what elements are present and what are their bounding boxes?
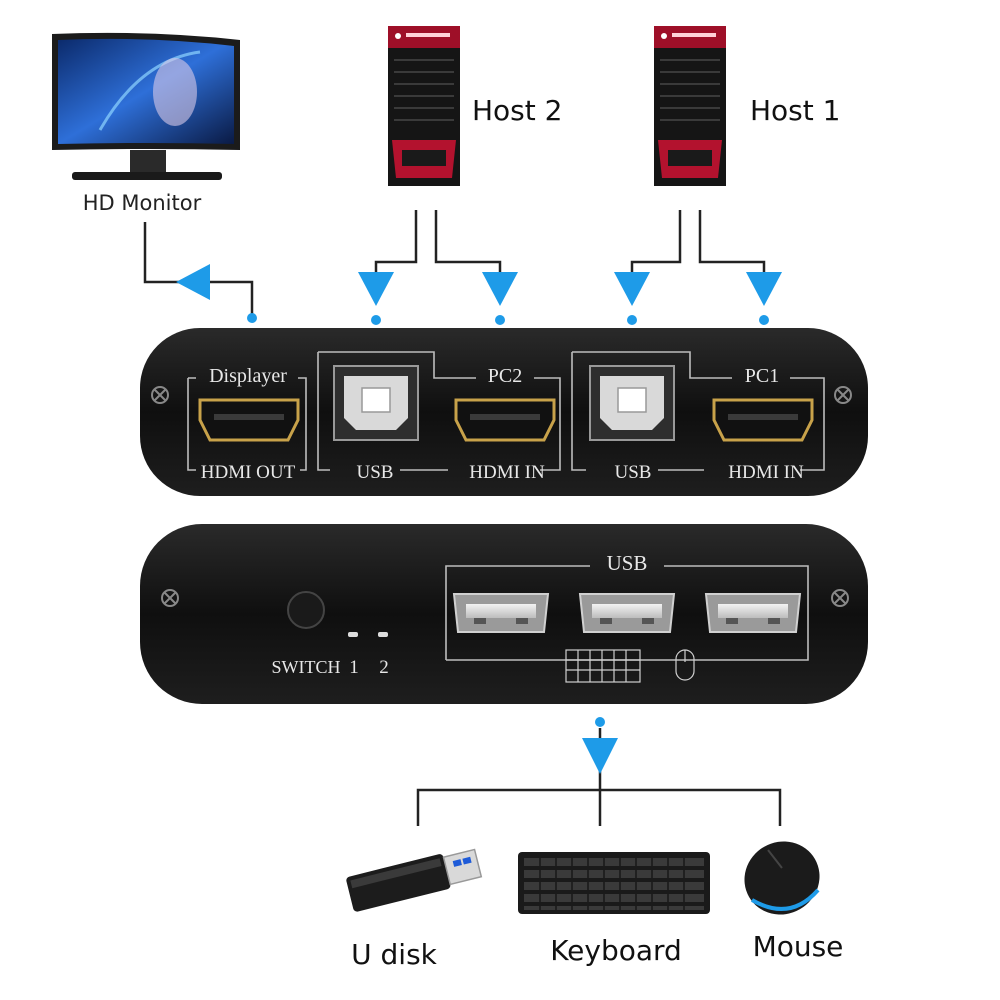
front-usb-label: USB — [607, 551, 648, 575]
host1-label: Host 1 — [750, 94, 840, 127]
hdmi-out-port — [198, 398, 300, 442]
usb-label-pc1: USB — [615, 462, 652, 483]
usb-a-port — [704, 593, 802, 633]
host2-label: Host 2 — [472, 94, 562, 127]
mouse-label: Mouse — [753, 930, 844, 963]
usb-a-port — [578, 593, 676, 633]
usb-drive-icon — [346, 848, 483, 912]
udisk-label: U disk — [351, 938, 438, 971]
connection-dot — [595, 717, 605, 727]
screw-icon — [151, 386, 852, 404]
usb-a-port — [452, 593, 550, 633]
screw-icon — [161, 589, 849, 607]
pc2-label: PC2 — [488, 365, 522, 387]
switch-label: SWITCH — [272, 657, 341, 677]
usb-b-port — [333, 365, 419, 441]
pc1-label: PC1 — [745, 365, 779, 387]
hdmi-in-label-pc1: HDMI IN — [728, 462, 804, 483]
led-indicator — [348, 632, 388, 637]
keyboard-label: Keyboard — [550, 934, 682, 967]
displayer-label: Displayer — [209, 365, 287, 387]
mouse-icon — [744, 841, 820, 915]
switch-button[interactable] — [287, 591, 325, 629]
keyboard-symbol-icon — [565, 649, 641, 683]
pc-tower-icon — [388, 26, 460, 186]
mouse-symbol-icon — [675, 649, 695, 681]
back-panel: Displayer HDMI OUT PC2 PC1 USB USB HDMI … — [140, 328, 868, 496]
usb-b-port — [589, 365, 675, 441]
hdmi-in-port — [454, 398, 556, 442]
arrow-icon — [582, 738, 618, 774]
usb-label-pc2: USB — [357, 462, 394, 483]
pc-tower-icon — [654, 26, 726, 186]
hdmi-in-port — [712, 398, 814, 442]
monitor-icon — [52, 32, 240, 180]
keyboard-icon — [518, 852, 710, 914]
front-panel: SWITCH 1 2 USB — [140, 524, 868, 704]
hdmi-out-label: HDMI OUT — [201, 462, 296, 483]
monitor-label: HD Monitor — [83, 191, 202, 215]
led2-label: 2 — [379, 657, 389, 678]
connection-dot — [247, 313, 769, 325]
connector-lines-top — [143, 210, 766, 316]
led1-label: 1 — [349, 657, 359, 678]
hdmi-in-label-pc2: HDMI IN — [469, 462, 545, 483]
arrow-icon — [176, 264, 782, 306]
